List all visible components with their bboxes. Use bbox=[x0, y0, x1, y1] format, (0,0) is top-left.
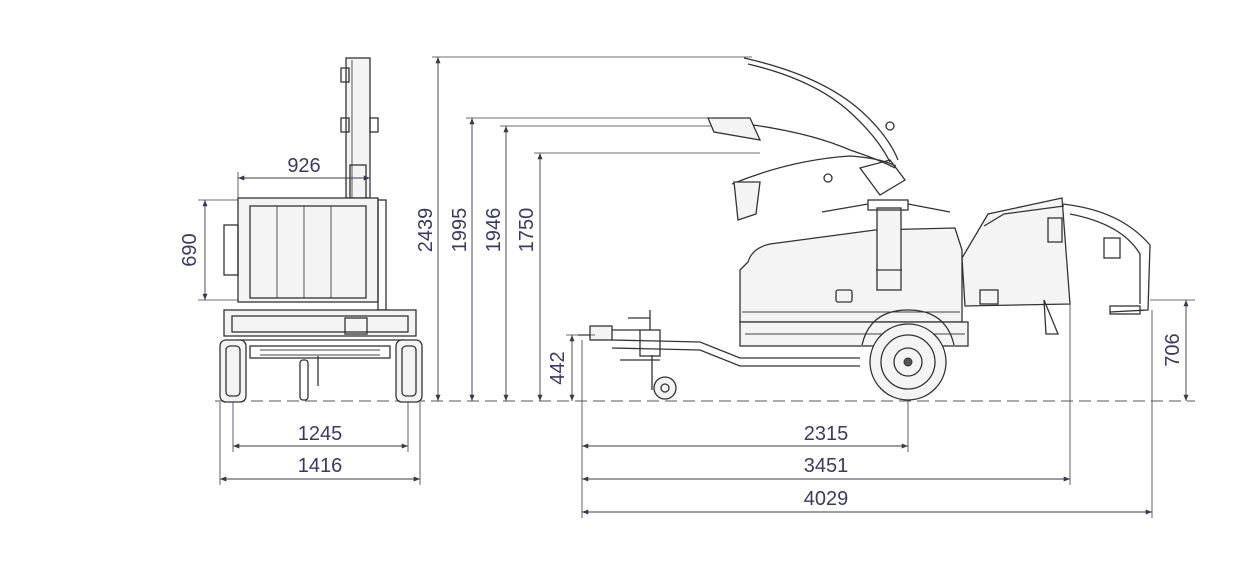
label-front-track-width: 1245 bbox=[298, 423, 343, 445]
label-height-chute-min: 1750 bbox=[516, 208, 538, 253]
front-view bbox=[219, 57, 423, 403]
dimension-labels: 926 690 1245 1416 2439 1995 1946 1750 44… bbox=[179, 155, 1184, 510]
label-height-chute-mid: 1995 bbox=[449, 208, 471, 253]
label-height-chute-low: 1946 bbox=[483, 208, 505, 253]
label-front-box-height: 690 bbox=[179, 233, 201, 266]
label-front-overall-width: 1416 bbox=[298, 455, 343, 477]
label-hitch-to-body: 3451 bbox=[804, 455, 849, 477]
label-overall-length: 4029 bbox=[804, 488, 849, 510]
side-view bbox=[578, 57, 1151, 401]
label-hitch-height: 442 bbox=[547, 351, 569, 384]
label-front-top-width: 926 bbox=[287, 155, 320, 177]
label-hitch-to-axle: 2315 bbox=[804, 423, 849, 445]
dimension-lines bbox=[198, 56, 1195, 518]
label-infeed-height: 706 bbox=[1162, 333, 1184, 366]
label-height-max-chute: 2439 bbox=[415, 208, 437, 253]
